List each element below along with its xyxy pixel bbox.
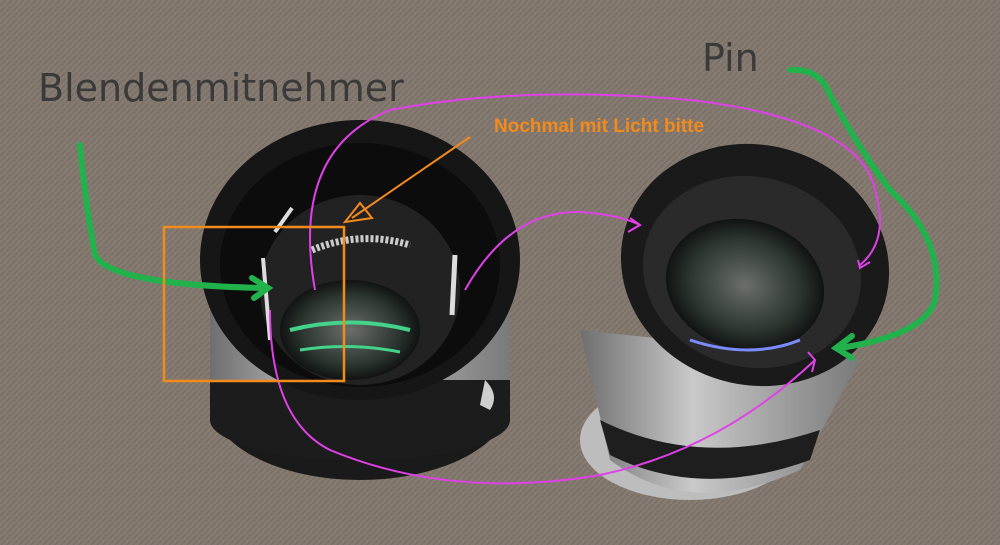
request-label: Nochmal mit Licht bitte	[494, 116, 705, 137]
orange-highlight-box	[162, 136, 471, 383]
left-lens	[200, 120, 520, 480]
green-arrow-blendenmitnehmer	[77, 142, 274, 301]
right-lens	[580, 143, 890, 500]
magenta-connection-lines	[269, 93, 881, 485]
pin-label: Pin	[702, 36, 759, 80]
blendenmitnehmer-label: Blendenmitnehmer	[38, 66, 404, 110]
green-arrow-pin	[787, 66, 940, 361]
